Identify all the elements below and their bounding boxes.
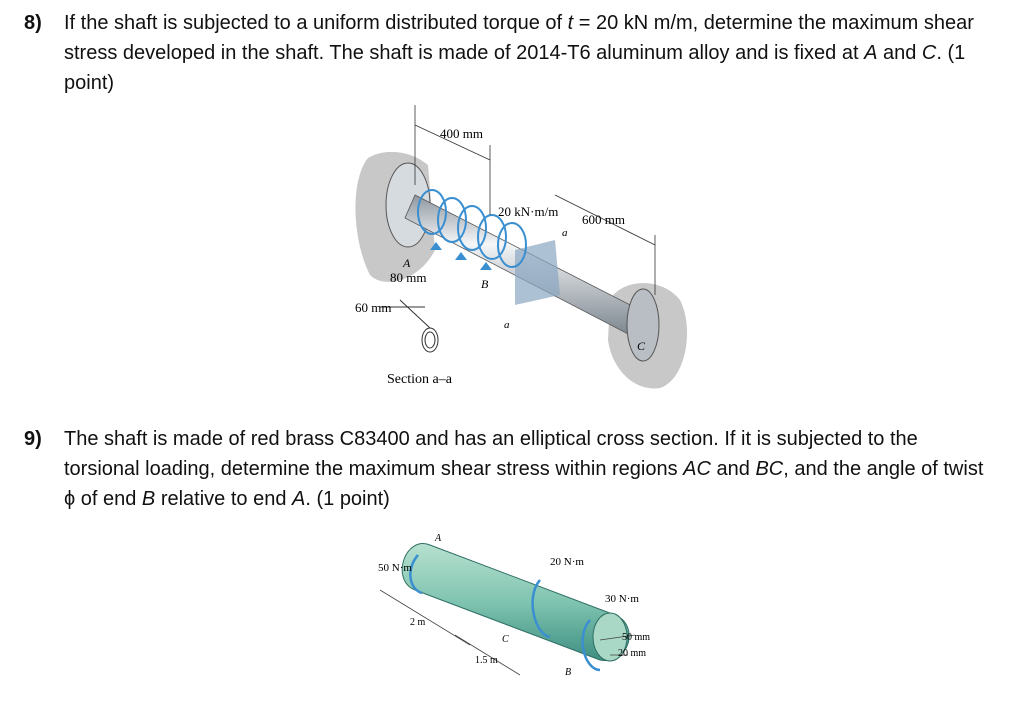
support-arrows [430,242,492,270]
text-segment: and [877,42,922,64]
distributed-torque [417,189,527,268]
text-italic: A [292,488,306,510]
text-segment: and [710,458,756,480]
problem-number: 8) [24,12,42,34]
problem-number: 9) [24,428,42,450]
torque-b-label: 30 N·m [605,593,639,605]
text-italic: t [567,12,574,34]
shaft-figure-8: 400 mm 20 kN·m/m 600 mm a a A B C 80 mm … [340,100,700,400]
dim-15m-label: 1.5 m [475,655,498,666]
torque-c-label: 20 N·m [550,556,584,568]
section-view [380,299,439,353]
text-segment: . (1 point) [305,488,390,510]
dim-50mm-label: 50 mm [622,632,650,643]
dim-400-label: 400 mm [440,126,483,141]
text-symbol: ϕ [64,488,76,510]
text-italic: A [864,42,878,64]
text-segment: = 20 kN m/m, determine the maximum shear… [64,12,974,64]
elliptical-shaft-diagram: 50 N·m A 20 N·m 30 N·m 2 m C 1.5 m 50 mm… [378,533,650,678]
text-segment: . (1 point) [64,42,966,94]
section-a-top-label: a [562,227,568,239]
torque-a-label: 50 N·m [378,562,412,574]
dim-600-label: 600 mm [582,212,625,227]
point-c-label: C [502,634,509,645]
shaft-end-b [592,612,628,662]
text-italic: AC [683,458,711,480]
problem-text: The shaft is made of red brass C83400 an… [64,424,984,514]
point-a-label: A [402,256,411,270]
torque-label: 20 kN·m/m [498,204,558,219]
shaft-diagram-8: 400 mm 20 kN·m/m 600 mm a a A B C 80 mm … [355,105,688,389]
text-italic: C [921,42,937,64]
section-plane [515,240,560,305]
flange-right [626,288,660,362]
point-a-label: A [434,533,442,544]
problem-8: 8) If the shaft is subjected to a unifor… [24,8,984,98]
text-italic: BC [755,458,784,480]
dimension-lines [379,589,636,676]
point-b-label: B [565,667,571,678]
problem-text: If the shaft is subjected to a uniform d… [64,8,984,98]
text-segment: of end [75,488,142,510]
torque-rings [409,554,601,672]
shaft-body [401,543,630,661]
dim-2m-label: 2 m [410,617,426,628]
point-c-label: C [637,339,646,353]
dim-60-label: 60 mm [355,300,391,315]
shaft-figure-9: 50 N·m A 20 N·m 30 N·m 2 m C 1.5 m 50 mm… [360,525,670,715]
dim-20mm-label: 20 mm [618,648,646,659]
problem-9: 9) The shaft is made of red brass C83400… [24,424,984,514]
section-caption: Section a–a [387,372,453,387]
text-segment: , and the angle of twist [783,458,984,480]
text-italic: B [141,488,156,510]
dim-80-label: 80 mm [390,270,426,285]
text-segment: relative to end [155,488,293,510]
text-segment: If the shaft is subjected to a uniform d… [64,12,568,34]
point-b-label: B [481,277,489,291]
text-segment: The shaft is made of red brass C83400 an… [64,428,918,480]
section-a-bottom-label: a [504,319,510,331]
dimension-lines [414,105,656,295]
